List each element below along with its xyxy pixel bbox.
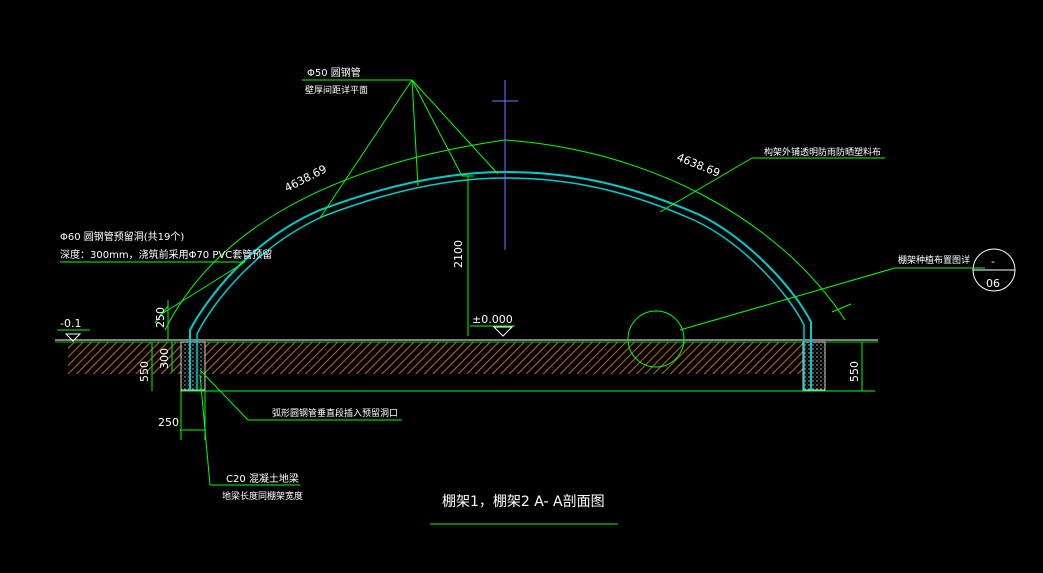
label-dim-550-left: 550	[138, 361, 151, 382]
label-cover-film: 构架外铺透明防雨防晒塑料布	[764, 146, 881, 158]
label-arc-length-right: 4638.69	[675, 151, 722, 180]
label-height-dim: 2100	[452, 240, 465, 268]
label-pipe50-line2: 壁厚间距详平面	[305, 84, 368, 96]
label-dim-300: 300	[158, 348, 171, 369]
arch-structure	[164, 80, 846, 390]
leader-hole60	[159, 261, 246, 316]
label-zero-level: ±0.000	[472, 313, 513, 326]
callout-top-text: -	[991, 255, 995, 268]
footing-right	[802, 341, 826, 391]
leader-detail	[679, 267, 896, 331]
leader-pipe50-d	[411, 79, 499, 175]
level-neg-triangle	[64, 333, 82, 342]
annotations: Φ50 圆钢管 壁厚间距详平面 4638.69 4638.69 构架外铺透明防雨…	[60, 66, 1000, 510]
label-detail-ref: 棚架种植布置图详	[898, 254, 970, 266]
label-beam-line1: C20 混凝土地梁	[226, 472, 299, 485]
soil-hatch	[68, 342, 803, 374]
label-hole60-line1: Φ60 圆钢管预留洞(共19个)	[60, 230, 184, 243]
leader-insert-a	[199, 369, 249, 421]
label-dim-250-top: 250	[154, 307, 167, 328]
label-dim-550-right: 550	[848, 361, 861, 382]
arc-end-tick-left	[154, 305, 169, 324]
leader-cover	[659, 157, 753, 213]
detail-circle	[627, 310, 685, 368]
label-beam-line2: 地梁长度同棚架宽度	[222, 490, 303, 502]
label-arc-pipe-insert: 弧形圆钢管垂直段插入预留洞口	[272, 407, 398, 419]
label-pipe50-line1: Φ50 圆钢管	[307, 66, 361, 79]
leader-pipe50-b	[411, 79, 419, 187]
label-level-neg: -0.1	[60, 317, 81, 330]
drawing-title: 棚架1，棚架2 A- A剖面图	[442, 494, 605, 510]
leader-pipe50-a	[319, 79, 413, 219]
ground-section	[55, 339, 878, 392]
label-hole60-line2: 深度：300mm，浇筑前采用Φ70 PVC套管预留	[60, 248, 272, 261]
arc-end-tick-right	[831, 303, 852, 313]
leader-pipe50-c	[411, 79, 463, 177]
zero-level-triangle	[492, 326, 514, 337]
dimensions	[57, 248, 1016, 525]
footing-left	[180, 341, 206, 391]
callout-bottom-text: 06	[986, 277, 1000, 290]
label-dim-250-bottom: 250	[158, 416, 179, 429]
leader-lines	[60, 79, 985, 486]
